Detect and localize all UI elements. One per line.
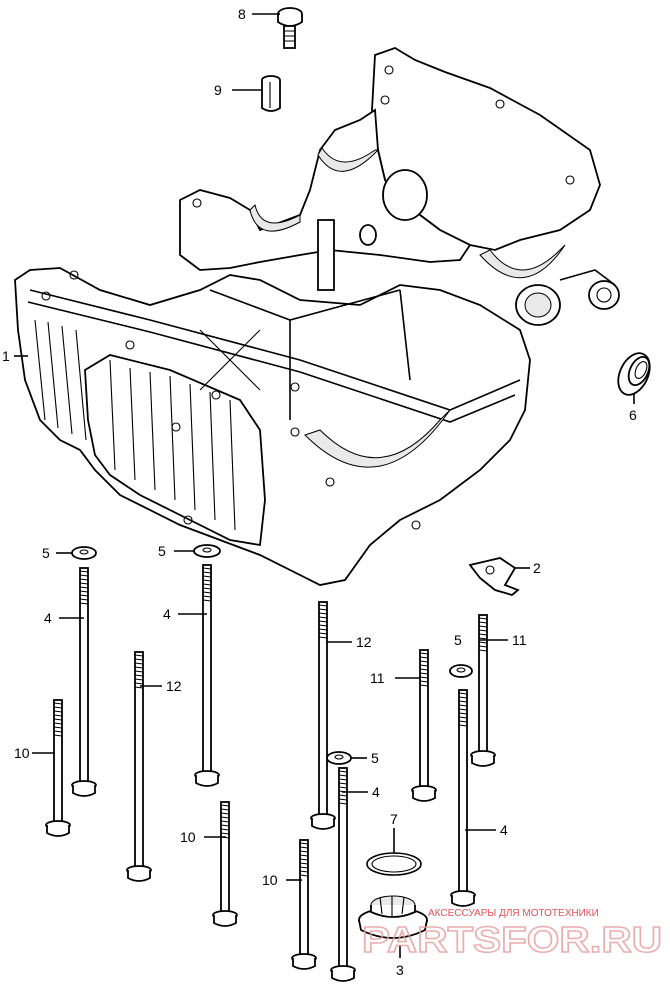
washer-part-5-d — [326, 751, 352, 765]
bolt-part-10-b — [212, 801, 238, 927]
label-part-9: 9 — [214, 82, 222, 98]
lower-crankcase-part-1 — [14, 47, 620, 586]
washer-part-5-c — [449, 664, 473, 678]
label-part-10-b: 10 — [180, 829, 196, 845]
label-part-10-a: 10 — [14, 745, 30, 761]
bolt-part-11-a — [411, 649, 437, 802]
label-part-10-c: 10 — [262, 872, 278, 888]
bolt-part-4-b — [194, 564, 220, 787]
label-part-12-b: 12 — [356, 634, 372, 650]
drain-cap-part-3 — [358, 895, 428, 939]
label-part-2: 2 — [533, 560, 541, 576]
screw-part-8 — [277, 7, 303, 49]
label-part-7: 7 — [390, 811, 398, 827]
bolt-part-12-b — [310, 601, 336, 830]
washer-part-5-a — [71, 546, 97, 560]
label-part-6: 6 — [629, 407, 637, 423]
bolt-part-4-d — [330, 767, 356, 982]
bracket-part-2 — [468, 557, 520, 596]
callout-labels: 8 9 1 6 2 5 5 4 4 12 12 10 5 11 11 5 4 1… — [2, 6, 637, 978]
label-part-11-b: 11 — [370, 670, 385, 686]
bolts-group — [45, 564, 496, 982]
label-part-4-a: 4 — [44, 610, 52, 626]
watermark-logo-text: PARTSFOR.RU — [362, 919, 662, 960]
label-part-4-b: 4 — [163, 606, 171, 622]
label-part-4-d: 4 — [500, 822, 508, 838]
label-part-5-d: 5 — [371, 750, 379, 766]
watermark: АКСЕССУАРЫ ДЛЯ МОТОТЕХНИКИ PARTSFOR.RU — [361, 908, 663, 961]
o-ring-part-7 — [366, 852, 422, 876]
dowel-part-9 — [261, 75, 281, 112]
bolt-part-12-a — [126, 651, 152, 882]
bolt-part-4-a — [71, 567, 97, 797]
label-part-5-b: 5 — [158, 543, 166, 559]
label-part-3: 3 — [396, 962, 404, 978]
leader-lines — [14, 13, 635, 958]
washer-part-5-b — [193, 544, 221, 558]
label-part-4-c: 4 — [372, 784, 380, 800]
label-part-5-a: 5 — [42, 545, 50, 561]
bolt-part-4-c — [450, 689, 476, 907]
oil-seal-part-6 — [617, 352, 651, 396]
label-part-5-c: 5 — [454, 632, 462, 648]
label-part-8: 8 — [238, 6, 246, 22]
label-part-1: 1 — [2, 348, 10, 364]
bolt-part-10-a — [45, 699, 71, 837]
bolt-part-10-c — [291, 839, 317, 970]
bolt-part-11-b — [470, 614, 496, 767]
label-part-11-a: 11 — [512, 632, 527, 648]
label-part-12-a: 12 — [166, 678, 182, 694]
watermark-tagline: АКСЕССУАРЫ ДЛЯ МОТОТЕХНИКИ — [428, 908, 599, 919]
